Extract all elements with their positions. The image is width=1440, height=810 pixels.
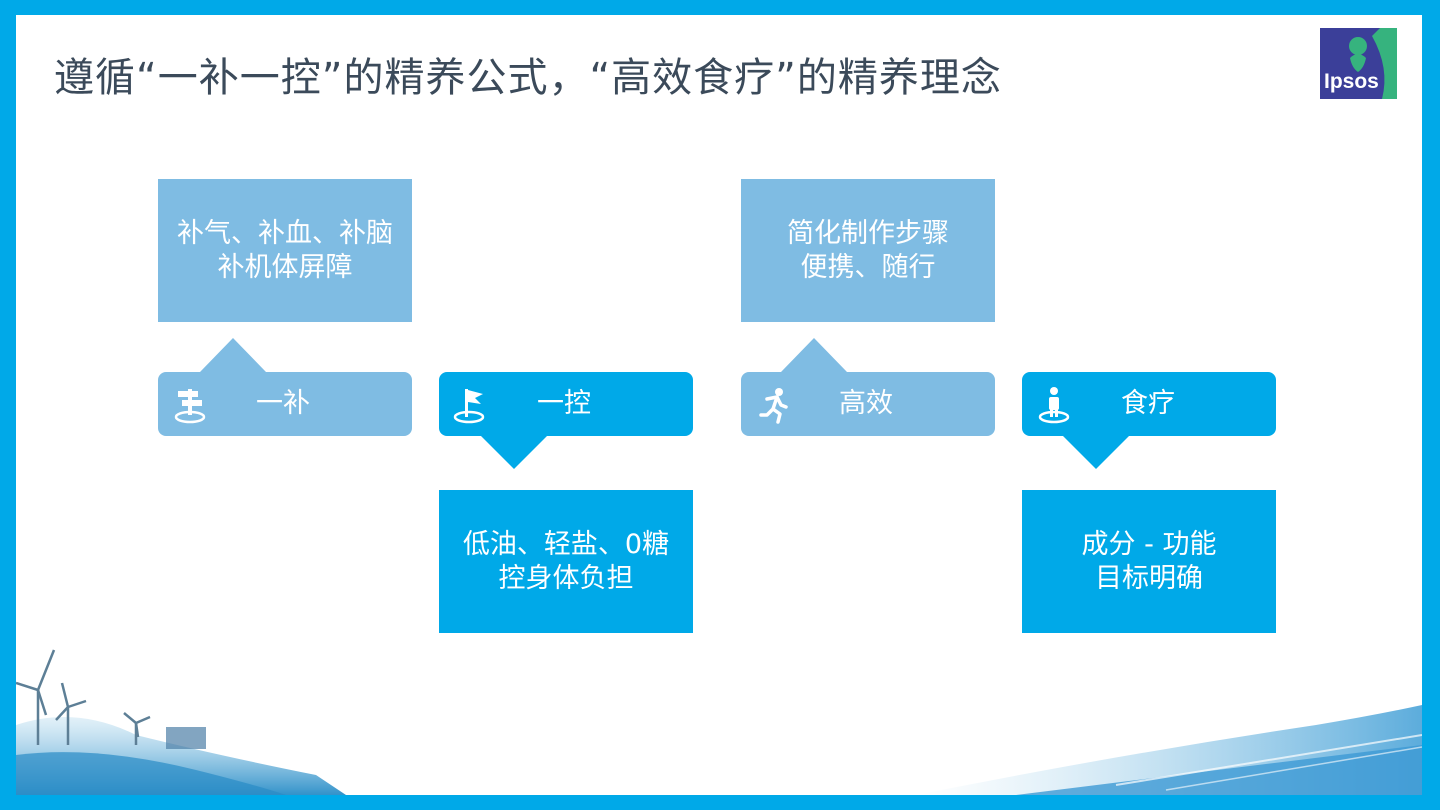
detail-box-shiliao: 成分 - 功能 目标明确 bbox=[1022, 490, 1276, 633]
detail-box-yibu: 补气、补血、补脑 补机体屏障 bbox=[158, 179, 412, 322]
detail-line: 控身体负担 bbox=[498, 562, 634, 594]
detail-line: 成分 - 功能 bbox=[1081, 528, 1217, 560]
pointer-up bbox=[781, 338, 847, 372]
detail-line: 便携、随行 bbox=[800, 251, 936, 283]
slide: 遵循“一补一控”的精养公式，“高效食疗”的精养理念 Ipsos 补气、补血、补脑… bbox=[16, 15, 1422, 795]
pill-label: 一控 bbox=[537, 388, 591, 419]
detail-line: 简化制作步骤 bbox=[787, 217, 949, 249]
pill-yibu: 一补 bbox=[158, 372, 412, 436]
detail-line: 补气、补血、补脑 bbox=[177, 217, 393, 249]
detail-box-yikong: 低油、轻盐、0糖 控身体负担 bbox=[439, 490, 693, 633]
page-title: 遵循“一补一控”的精养公式，“高效食疗”的精养理念 bbox=[54, 55, 1002, 101]
landscape-decoration bbox=[16, 649, 1422, 795]
pointer-down bbox=[480, 435, 548, 469]
pill-shiliao: 食疗 bbox=[1022, 372, 1276, 436]
pill-yikong: 一控 bbox=[439, 372, 693, 436]
pill-label: 高效 bbox=[839, 388, 893, 419]
pointer-up bbox=[200, 338, 266, 372]
pointer-down bbox=[1062, 435, 1130, 469]
ipsos-logo: Ipsos bbox=[1320, 28, 1397, 99]
logo-text: Ipsos bbox=[1324, 70, 1379, 93]
detail-line: 补机体屏障 bbox=[217, 251, 353, 283]
pill-label: 食疗 bbox=[1121, 388, 1175, 419]
pill-label: 一补 bbox=[256, 388, 310, 419]
detail-box-gaoxiao: 简化制作步骤 便携、随行 bbox=[741, 179, 995, 322]
detail-line: 目标明确 bbox=[1095, 562, 1203, 594]
runner-icon bbox=[759, 388, 788, 424]
pill-gaoxiao: 高效 bbox=[741, 372, 995, 436]
person-icon bbox=[1038, 387, 1070, 424]
flag-icon bbox=[453, 389, 485, 424]
signpost-icon bbox=[174, 389, 206, 424]
detail-line: 低油、轻盐、0糖 bbox=[462, 528, 670, 560]
